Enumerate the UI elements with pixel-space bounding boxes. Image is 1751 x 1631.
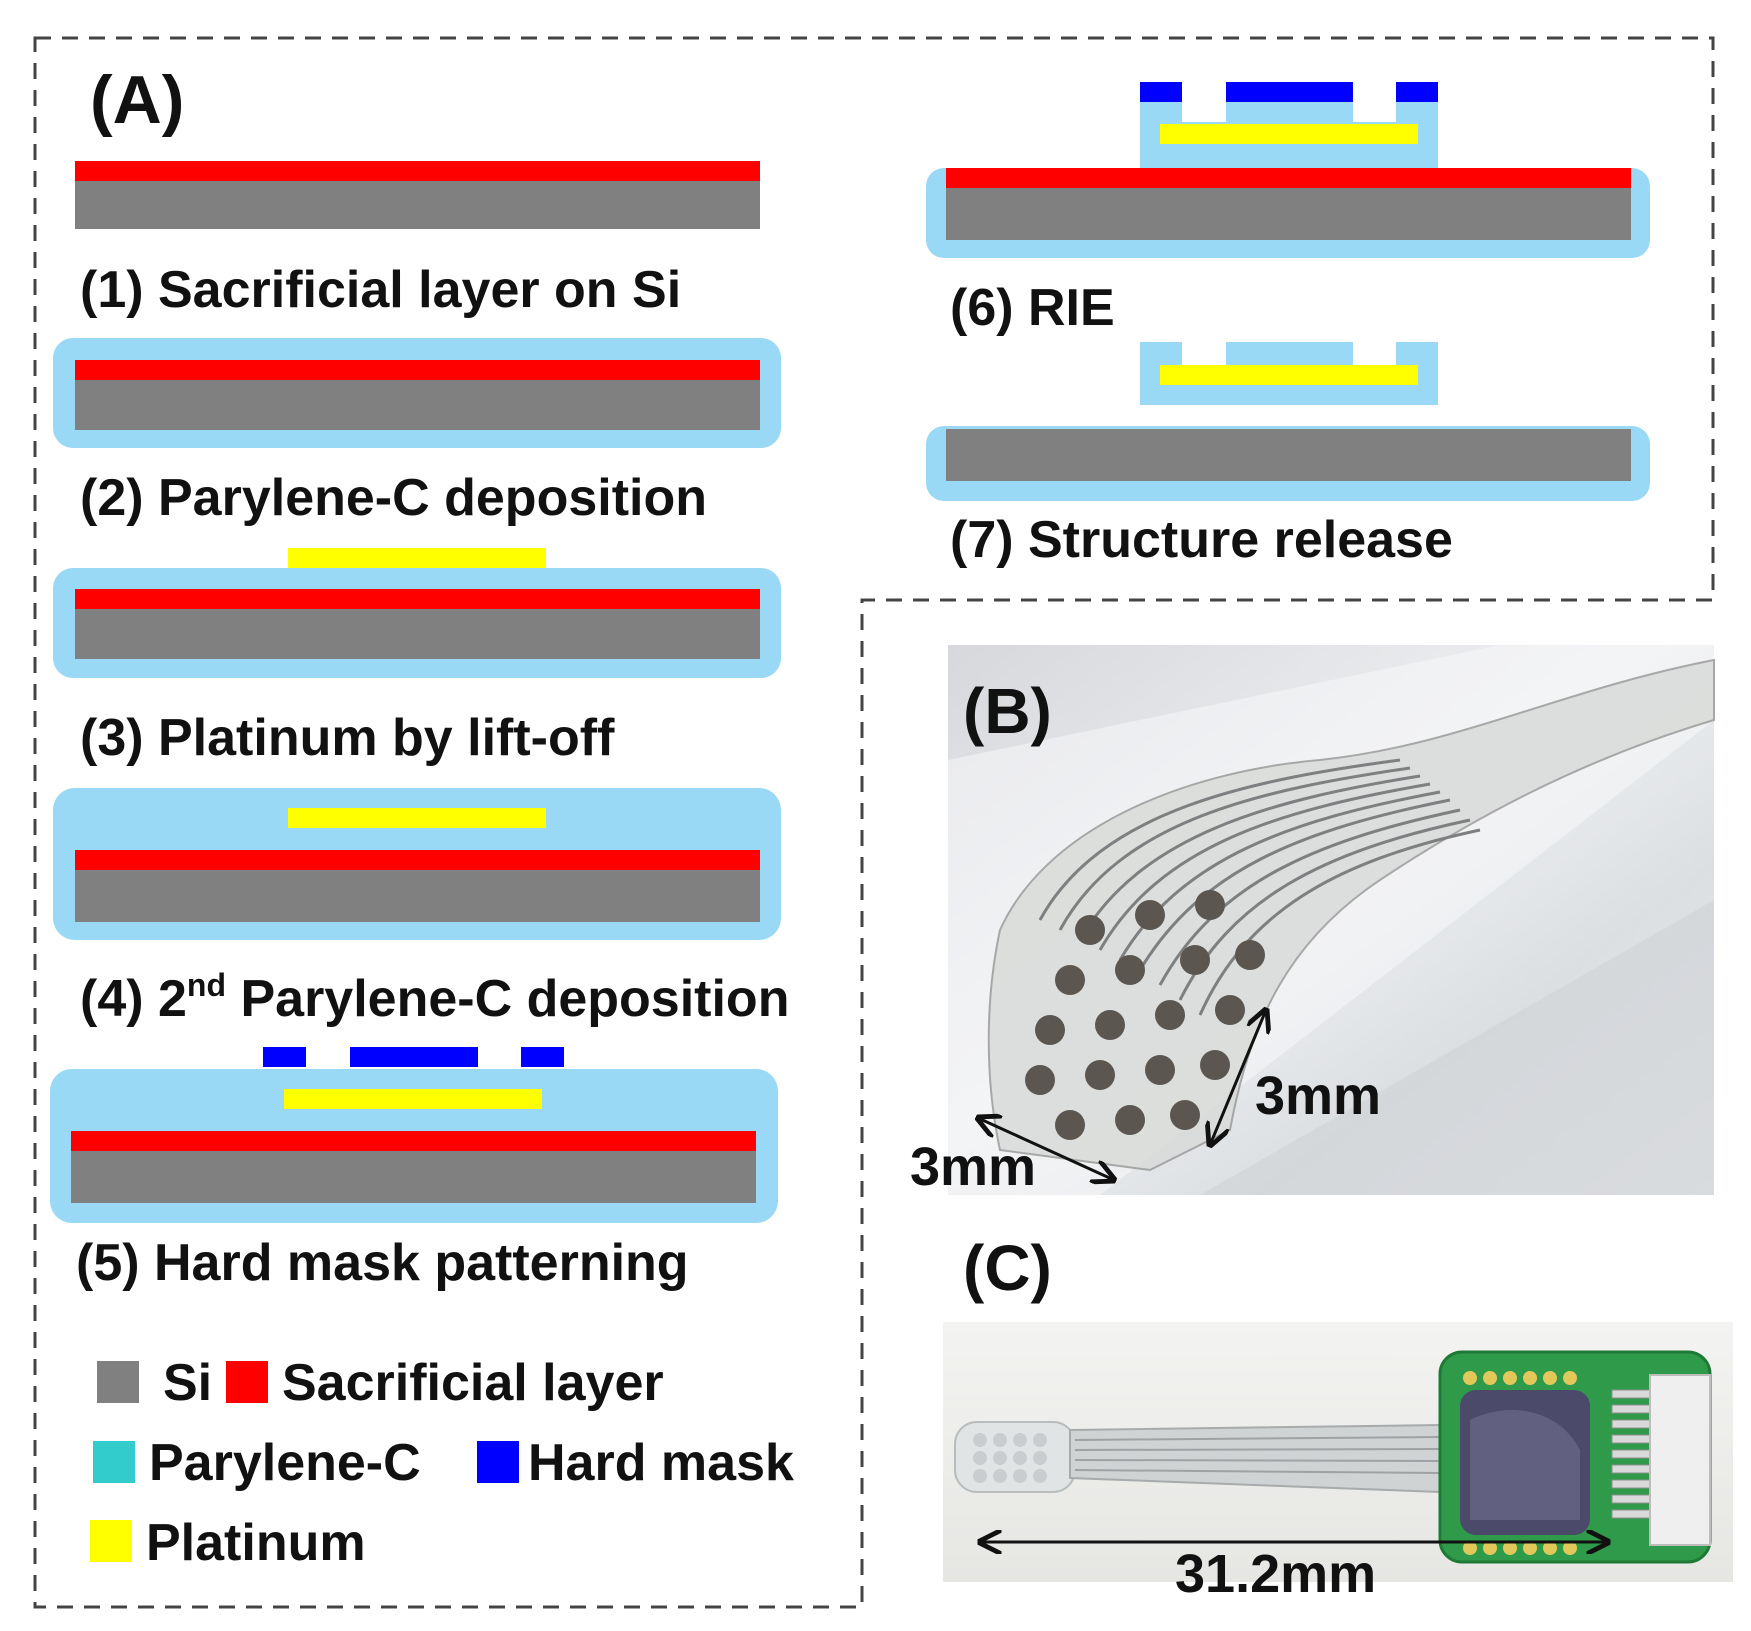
step-2-diagram — [53, 338, 781, 448]
legend-swatch-sacrificial — [226, 1361, 268, 1403]
step-4-label-sup: nd — [187, 967, 226, 1003]
flex-ribbon — [987, 658, 1715, 1172]
sacrificial-layer — [75, 589, 760, 609]
dim-label-vertical: 3mm — [1255, 1066, 1381, 1126]
legend-swatch-hard-mask — [477, 1441, 519, 1483]
electrode-sites — [1025, 890, 1265, 1140]
glass-rod-shadow — [1200, 900, 1714, 1195]
legend-label-parylene: Parylene-C — [149, 1434, 421, 1492]
hard-mask-right — [521, 1047, 564, 1067]
panel-b-label: (B) — [963, 675, 1052, 747]
legend-label-hard-mask: Hard mask — [528, 1434, 794, 1492]
ribbon-traces — [1074, 1436, 1441, 1474]
sacrificial-layer — [946, 168, 1631, 188]
tip-electrodes — [973, 1433, 1047, 1483]
connector-housing — [1649, 1374, 1711, 1546]
legend-label-platinum: Platinum — [146, 1514, 366, 1572]
step-2-label: (2) Parylene-C deposition — [80, 469, 707, 527]
panel-a-label: (A) — [90, 62, 184, 138]
length-label: 31.2mm — [1175, 1544, 1376, 1604]
legend: Si Sacrificial layer Parylene-C Hard mas… — [90, 1354, 794, 1572]
legend-swatch-platinum — [90, 1520, 132, 1562]
connector-pins — [1611, 1389, 1651, 1519]
border-panel-a — [33, 36, 1715, 1609]
dashed-borders — [33, 36, 1715, 1609]
step-4-label-suffix: Parylene-C deposition — [226, 970, 789, 1028]
hard-mask-center — [350, 1047, 478, 1067]
si-substrate — [946, 429, 1631, 481]
step-4-diagram — [53, 788, 781, 940]
step-6-label: (6) RIE — [950, 279, 1115, 337]
step-7-diagram — [926, 342, 1650, 501]
step-1-diagram — [75, 161, 760, 229]
dim-arrow-horizontal — [978, 1118, 1114, 1180]
step-4-label-prefix: (4) 2 — [80, 970, 187, 1028]
dim-label-horizontal: 3mm — [910, 1137, 1036, 1197]
legend-swatch-si — [97, 1361, 139, 1403]
legend-swatch-parylene — [93, 1441, 135, 1483]
platinum-layer — [1160, 124, 1418, 144]
panel-a: (A) (1) Sacrificial layer on Si (2) Pary… — [50, 62, 1650, 1572]
legend-label-sacrificial: Sacrificial layer — [282, 1354, 664, 1412]
panel-c: (C) 31.2mm — [943, 1232, 1733, 1604]
platinum-layer — [288, 548, 546, 568]
platinum-layer — [288, 808, 546, 828]
sacrificial-layer — [75, 850, 760, 870]
sacrificial-layer — [71, 1131, 756, 1151]
panel-b: (B) 3mm 3mm — [910, 645, 1715, 1197]
panel-c-label: (C) — [963, 1232, 1052, 1304]
hard-mask-left — [263, 1047, 306, 1067]
hard-mask-left — [1140, 82, 1182, 102]
platinum-exposed-left — [1182, 365, 1226, 375]
epoxy-highlight — [1470, 1410, 1580, 1520]
step-5-diagram — [50, 1047, 778, 1223]
step-3-diagram — [53, 548, 781, 678]
sacrificial-layer — [75, 161, 760, 181]
legend-label-si: Si — [163, 1354, 212, 1412]
step-7-label: (7) Structure release — [950, 511, 1453, 569]
sacrificial-layer — [75, 360, 760, 380]
hard-mask-right — [1396, 82, 1438, 102]
hard-mask-center — [1226, 82, 1353, 102]
platinum-layer — [284, 1089, 542, 1109]
step-5-label: (5) Hard mask patterning — [76, 1234, 689, 1292]
step-1-label: (1) Sacrificial layer on Si — [80, 261, 681, 319]
step-6-diagram — [926, 82, 1650, 258]
dim-arrow-vertical — [1210, 1010, 1266, 1145]
step-3-label: (3) Platinum by lift-off — [80, 709, 615, 767]
step-4-label: (4) 2nd Parylene-C deposition — [80, 967, 789, 1028]
